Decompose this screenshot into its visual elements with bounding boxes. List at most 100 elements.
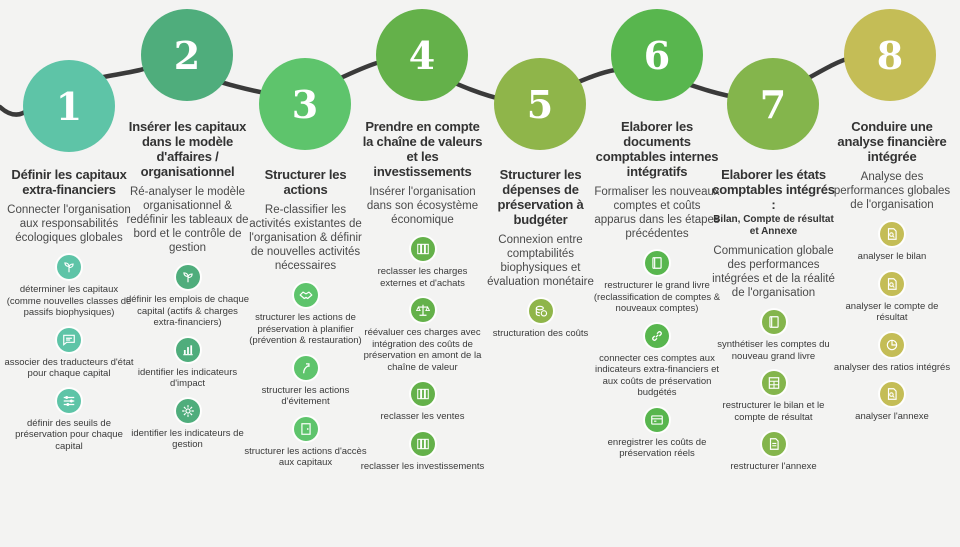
step-item-label: connecter ces comptes aux indicateurs ex… (594, 352, 720, 399)
step-item: reclasser les ventes (360, 382, 485, 423)
step-title: Prendre en compte la chaîne de valeurs e… (362, 119, 483, 179)
document-icon (761, 432, 786, 456)
step-4-column: Prendre en compte la chaîne de valeurs e… (360, 119, 485, 481)
sliders-icon (57, 388, 81, 413)
step-item: reclasser les investissements (360, 431, 485, 473)
step-item-label: structurer les actions d'accès aux capit… (244, 445, 367, 469)
step-item: structurer les actions d'accès aux capit… (243, 416, 368, 469)
handshake-icon (293, 283, 318, 307)
step-item: analyser le compte de résultat (830, 271, 954, 324)
step-number: 1 (55, 83, 83, 129)
step-number: 7 (759, 81, 787, 127)
step-item: identifier les indicateurs de gestion (125, 398, 250, 451)
binders-icon (410, 382, 435, 406)
step-1-number-circle: 1 (23, 60, 115, 152)
step-item: enregistrer les coûts de préservation ré… (593, 407, 721, 460)
step-items: structurer les actions de préservation à… (243, 283, 368, 469)
step-description: Connecter l'organisation aux responsabil… (7, 204, 131, 244)
step-description: Ré-analyser le modèle organisationnel & … (126, 186, 249, 254)
bar-chart-icon (175, 337, 200, 362)
step-title: Insérer les capitaux dans le modèle d'af… (128, 119, 247, 179)
step-item: analyser l'annexe (830, 382, 954, 423)
step-title: Elaborer les documents comptables intern… (595, 119, 719, 179)
step-7-number-circle: 7 (727, 58, 819, 150)
step-items: définir les emplois de chaque capital (a… (125, 265, 250, 451)
spreadsheet-icon (761, 371, 786, 395)
step-7-column: Elaborer les états comptables intégrés :… (711, 167, 836, 482)
analysis-doc-icon (880, 222, 904, 246)
step-item-label: restructurer l'annexe (730, 461, 817, 472)
step-item-label: structurer les actions de préservation à… (249, 312, 362, 346)
step-items: reclasser les charges externes et d'acha… (360, 237, 485, 472)
step-item-label: associer des traducteurs d'état pour cha… (4, 356, 134, 380)
step-item: identifier les indicateurs d'impact (125, 337, 250, 390)
step-item: synthétiser les comptes du nouveau grand… (711, 310, 836, 362)
step-items: déterminer les capitaux (comme nouvelles… (4, 255, 134, 452)
step-subtitle: Bilan, Compte de résultat et Annexe (713, 214, 834, 237)
step-item: définir des seuils de préservation pour … (4, 388, 134, 453)
binders-icon (410, 237, 435, 261)
step-description: Re-classifier les activités existantes d… (249, 204, 362, 272)
step-2-column: Insérer les capitaux dans le modèle d'af… (125, 119, 250, 460)
analysis-doc-icon (880, 382, 904, 406)
step-description: Analyse des performances globales de l'o… (833, 171, 951, 211)
step-item-label: analyser le compte de résultat (845, 300, 939, 324)
plant-icon (57, 255, 81, 279)
book-icon (645, 251, 669, 275)
step-item-label: analyser le bilan (857, 251, 927, 262)
step-8-column: Conduire une analyse financière intégrée… (830, 119, 954, 432)
step-item-label: déterminer les capitaux (comme nouvelles… (6, 284, 132, 318)
step-item-label: synthétiser les comptes du nouveau grand… (717, 339, 830, 362)
step-item-label: reclasser les charges externes et d'acha… (377, 266, 468, 289)
step-item: définir les emplois de chaque capital (a… (125, 265, 250, 329)
step-item: structuration des coûts (478, 299, 603, 340)
step-1-column: Définir les capitaux extra-financiers Co… (4, 167, 134, 461)
step-item-label: réévaluer ces charges avec intégration d… (363, 327, 482, 373)
step-item-label: structurer les actions d'évitement (261, 384, 350, 408)
step-2-number-circle: 2 (141, 9, 233, 101)
step-description: Formaliser les nouveaux comptes et coûts… (594, 186, 720, 240)
step-items: restructurer le grand livre (reclassific… (593, 251, 721, 460)
register-icon (645, 407, 669, 432)
step-title: Structurer les dépenses de préservation … (497, 167, 584, 227)
step-number: 3 (291, 81, 319, 127)
step-8-number-circle: 8 (844, 9, 936, 101)
step-item-label: définir des seuils de préservation pour … (15, 417, 123, 452)
step-description: Communication globale des performances i… (712, 245, 835, 299)
step-item-label: définir les emplois de chaque capital (a… (125, 294, 250, 328)
step-item-label: analyser des ratios intégrés (833, 361, 951, 373)
step-number: 2 (173, 32, 201, 78)
step-5-column: Structurer les dépenses de préservation … (478, 167, 603, 349)
step-item: associer des traducteurs d'état pour cha… (4, 327, 134, 380)
binders-icon (410, 431, 435, 456)
step-item: connecter ces comptes aux indicateurs ex… (593, 323, 721, 399)
step-number: 6 (643, 32, 671, 78)
step-item: déterminer les capitaux (comme nouvelles… (4, 255, 134, 319)
step-3-number-circle: 3 (259, 58, 351, 150)
step-title: Définir les capitaux extra-financiers (11, 167, 127, 197)
book-icon (761, 310, 786, 334)
step-description: Connexion entre comptabilités biophysiqu… (487, 234, 594, 288)
coins-icon (528, 299, 553, 323)
step-items: structuration des coûts (478, 299, 603, 340)
step-number: 4 (408, 32, 436, 78)
step-number: 8 (876, 32, 904, 78)
plant-icon (175, 265, 200, 289)
step-item-label: enregistrer les coûts de préservation ré… (607, 436, 707, 460)
step-item-label: structuration des coûts (492, 328, 589, 339)
step-title: Structurer les actions (264, 167, 347, 197)
step-number: 5 (526, 81, 554, 127)
arrow-icon (293, 355, 318, 380)
step-item-label: identifier les indicateurs d'impact (137, 366, 238, 390)
scale-icon (410, 298, 435, 322)
step-5-number-circle: 5 (494, 58, 586, 150)
step-item: réévaluer ces charges avec intégration d… (360, 298, 485, 373)
step-item: structurer les actions d'évitement (243, 355, 368, 408)
door-icon (293, 416, 318, 441)
pie-chart-icon (880, 332, 904, 357)
step-3-column: Structurer les actions Re-classifier les… (243, 167, 368, 478)
step-item: analyser des ratios intégrés (830, 332, 954, 374)
step-item: restructurer le bilan et le compte de ré… (711, 371, 836, 423)
step-item-label: identifier les indicateurs de gestion (131, 427, 244, 451)
step-item-label: reclasser les investissements (360, 460, 485, 472)
